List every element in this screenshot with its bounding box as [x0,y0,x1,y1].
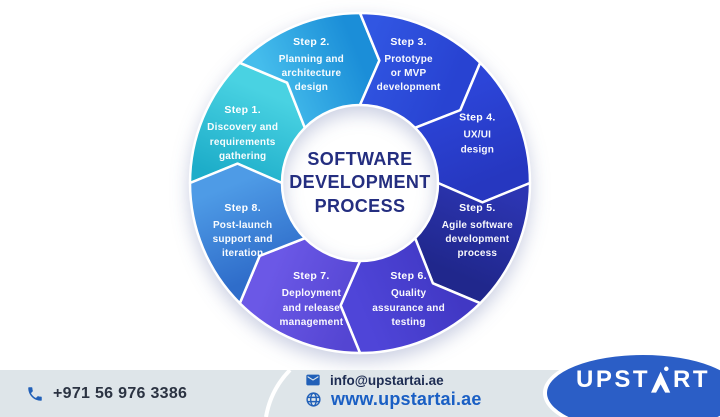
title-line-1: SOFTWARE [307,148,413,169]
phone-number: +971 56 976 3386 [53,384,188,402]
phone-icon [28,386,42,401]
website-url: www.upstartai.ae [331,389,482,409]
title-line-3: PROCESS [314,195,406,216]
contact-group: info@upstartai.ae www.upstartai.ae [305,372,482,410]
footer-arc-divider [264,370,292,417]
email-row[interactable]: info@upstartai.ae [305,372,482,388]
logo-arrow-a-icon [651,366,671,393]
title-line-2: DEVELOPMENT [289,172,431,193]
segment-step-8 [188,162,307,305]
email-address: info@upstartai.ae [330,372,444,388]
wordmark-right: RT [673,365,710,393]
diagram-title: SOFTWARE DEVELOPMENT PROCESS [260,148,460,218]
wordmark-left: UPST [575,365,650,393]
upstart-logo[interactable]: UPST RT [543,351,720,417]
envelope-icon [306,374,320,386]
phone-contact[interactable]: +971 56 976 3386 [26,370,187,417]
website-row[interactable]: www.upstartai.ae [305,389,482,410]
upstart-wordmark: UPST RT [576,366,710,393]
globe-icon [306,392,321,407]
